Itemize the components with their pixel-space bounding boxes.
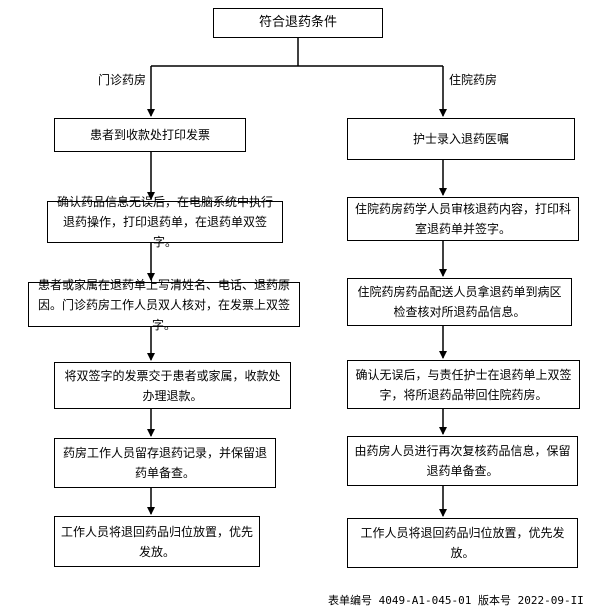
left-step-1: 患者到收款处打印发票: [54, 118, 246, 152]
right-step-3: 住院药房药品配送人员拿退药单到病区检查核对所退药品信息。: [347, 278, 572, 326]
form-footer: 表单编号 4049-A1-045-01 版本号 2022-09-II: [328, 594, 584, 607]
right-step-4: 确认无误后，与责任护士在退药单上双签字，将所退药品带回住院药房。: [347, 360, 580, 409]
left-step-4: 将双签字的发票交于患者或家属，收款处办理退款。: [54, 362, 291, 409]
right-step-6: 工作人员将退回药品归位放置，优先发放。: [347, 518, 578, 568]
start-box-text: 符合退药条件: [258, 15, 337, 30]
right-step-5-text: 由药房人员进行再次复核药品信息，保留退药单备查。: [354, 444, 571, 478]
right-step-5: 由药房人员进行再次复核药品信息，保留退药单备查。: [347, 436, 578, 486]
left-step-6-text: 工作人员将退回药品归位放置，优先发放。: [61, 524, 254, 559]
left-step-3-text: 患者或家属在退药单上写清姓名、电话、退药原因。门诊药房工作人员双人核对，在发票上…: [37, 277, 290, 332]
right-step-1: 护士录入退药医嘱: [347, 118, 575, 160]
right-branch-label: 住院药房: [449, 73, 498, 87]
left-step-6: 工作人员将退回药品归位放置，优先发放。: [54, 516, 260, 567]
left-step-5: 药房工作人员留存退药记录，并保留退药单备查。: [54, 438, 276, 488]
right-step-6-text: 工作人员将退回药品归位放置，优先发放。: [360, 526, 565, 560]
left-step-4-text: 将双签字的发票交于患者或家属，收款处办理退款。: [64, 368, 281, 403]
right-step-2-text: 住院药房药学人员审核退药内容，打印科室退药单并签字。: [354, 202, 571, 236]
right-step-4-text: 确认无误后，与责任护士在退药单上双签字，将所退药品带回住院药房。: [355, 367, 572, 402]
right-step-3-text: 住院药房药品配送人员拿退药单到病区检查核对所退药品信息。: [357, 285, 562, 319]
right-step-2: 住院药房药学人员审核退药内容，打印科室退药单并签字。: [347, 197, 579, 241]
left-step-2-text: 确认药品信息无误后，在电脑系统中执行退药操作，打印退药单，在退药单双签字。: [56, 195, 273, 249]
left-step-2: 确认药品信息无误后，在电脑系统中执行退药操作，打印退药单，在退药单双签字。: [47, 195, 283, 249]
left-step-5-text: 药房工作人员留存退药记录，并保留退药单备查。: [62, 446, 267, 480]
left-step-1-text: 患者到收款处打印发票: [89, 128, 210, 142]
right-step-1-text: 护士录入退药医嘱: [412, 132, 509, 146]
start-box: 符合退药条件: [213, 8, 383, 38]
left-step-3: 患者或家属在退药单上写清姓名、电话、退药原因。门诊药房工作人员双人核对，在发票上…: [28, 278, 300, 332]
left-branch-label: 门诊药房: [98, 73, 147, 87]
